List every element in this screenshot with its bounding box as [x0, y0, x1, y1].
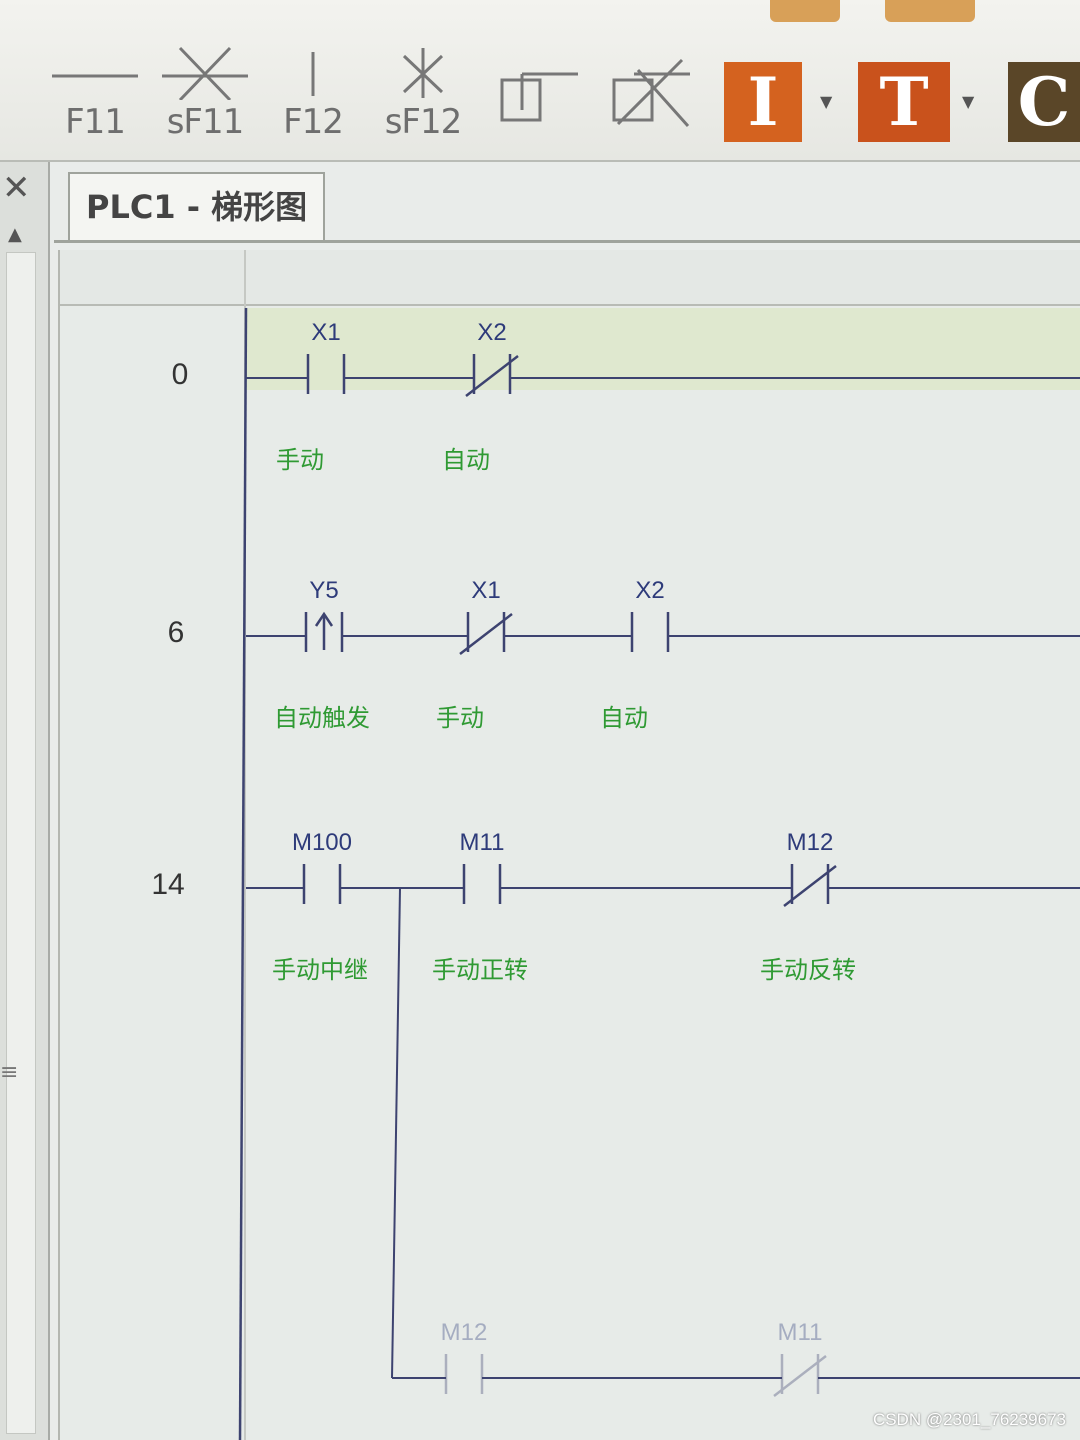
ladder-editor[interactable]: 0 6 14 X1 手动 X2 自动 Y5 自动触发 X1 手动 X2 自动 M100 手动中继 M11… [58, 250, 1080, 1440]
device-label: X2 [635, 577, 664, 604]
device-comment: 自动 [600, 704, 648, 732]
vertical-line-icon [311, 52, 315, 96]
nc-slash-mark [465, 355, 519, 397]
chevron-down-icon[interactable]: ▼ [820, 92, 833, 111]
line-vertical-connect-icon [52, 74, 138, 78]
splitter-grip-icon[interactable]: ≡ [0, 1060, 19, 1085]
contact-contact-rising-y5[interactable]: Y5 自动触发 [274, 577, 370, 732]
device-comment: 手动 [276, 446, 324, 474]
close-icon[interactable]: ✕ [2, 168, 31, 208]
rising-edge-arrowhead [314, 611, 334, 627]
tool-sf12-button[interactable]: sF12 [378, 40, 468, 142]
device-comment: 手动中继 [272, 956, 368, 984]
device-comment: 手动 [436, 704, 484, 732]
tool-f12-button[interactable]: F12 [268, 40, 358, 142]
counter-instruction-button[interactable]: C [1008, 62, 1080, 142]
ladder-diagram: X1 手动 X2 自动 Y5 自动触发 X1 手动 X2 自动 M100 手动中继 M11 手动正转 M12… [238, 307, 1080, 1440]
contact-contact-nc-x2[interactable]: X2 自动 [442, 319, 519, 474]
contact-contact-nc-m11[interactable]: M11 [773, 1319, 827, 1397]
tab-ladder-diagram[interactable]: PLC1 - 梯形图 [68, 172, 326, 240]
ladder-toolbar: F11 sF11 F12 sF12 [0, 0, 1080, 162]
contact-contact-nc-m12[interactable]: M12 手动反转 [760, 829, 856, 984]
device-comment: 自动 [442, 446, 490, 474]
draw-line-button[interactable] [496, 40, 586, 140]
nc-slash-mark [783, 865, 837, 907]
device-label: M100 [292, 829, 352, 856]
device-comment: 手动反转 [760, 956, 856, 984]
delete-horizontal-line-icon [162, 46, 248, 100]
toolbar-top-icon[interactable] [885, 0, 975, 22]
delete-line-icon [612, 58, 690, 127]
toolbar-top-icon[interactable] [770, 0, 840, 22]
selected-rung-highlight [246, 308, 1080, 390]
device-label: M12 [441, 1319, 488, 1346]
tool-sf12-key: sF12 [384, 102, 463, 142]
tool-f12-key: F12 [283, 102, 344, 142]
step-number: 6 [167, 616, 185, 649]
delete-vertical-line-icon [402, 48, 444, 98]
step-number: 14 [151, 868, 185, 901]
device-label: X1 [311, 319, 340, 346]
contact-contact-no-x2[interactable]: X2 自动 [600, 577, 670, 732]
nc-slash-mark [773, 1355, 827, 1397]
device-label: X2 [477, 319, 506, 346]
left-power-rail [238, 307, 248, 1440]
nc-slash-mark [459, 613, 513, 655]
contact-contact-no-m100[interactable]: M100 手动中继 [272, 829, 368, 984]
step-column-separator [244, 250, 246, 1440]
contact-contact-no-x1[interactable]: X1 手动 [276, 319, 346, 474]
device-comment: 自动触发 [274, 704, 370, 732]
insert-instruction-button[interactable]: I [724, 62, 802, 142]
tool-sf11-button[interactable]: sF11 [160, 40, 250, 142]
chevron-down-icon[interactable]: ▼ [962, 92, 975, 111]
project-panel-edge: ✕ ▲ ≡ [0, 162, 50, 1440]
device-label: Y5 [309, 577, 338, 604]
step-number: 0 [171, 358, 189, 391]
device-label: X1 [471, 577, 500, 604]
contact-contact-no-m12[interactable]: M12 [441, 1319, 488, 1394]
column-header-row [60, 250, 1080, 306]
panel-scrollbar[interactable] [6, 252, 36, 1434]
delete-line-button[interactable] [608, 40, 698, 140]
device-label: M11 [778, 1319, 823, 1346]
device-label: M12 [787, 829, 834, 856]
contact-contact-nc-x1[interactable]: X1 手动 [436, 577, 513, 732]
tool-sf11-key: sF11 [166, 102, 245, 142]
timer-instruction-button[interactable]: T [858, 62, 950, 142]
tool-f11-key: F11 [65, 102, 126, 142]
branch-vertical-wire [391, 887, 401, 1379]
watermark: CSDN @2301_76239673 [872, 1410, 1066, 1429]
device-label: M11 [460, 829, 505, 856]
tool-f11-button[interactable]: F11 [50, 40, 140, 142]
device-comment: 手动正转 [432, 956, 528, 984]
draw-line-icon [500, 72, 578, 122]
scroll-up-icon[interactable]: ▲ [8, 224, 22, 245]
contact-contact-no-m11[interactable]: M11 手动正转 [432, 829, 528, 984]
tab-bar: PLC1 - 梯形图 [54, 166, 1080, 243]
